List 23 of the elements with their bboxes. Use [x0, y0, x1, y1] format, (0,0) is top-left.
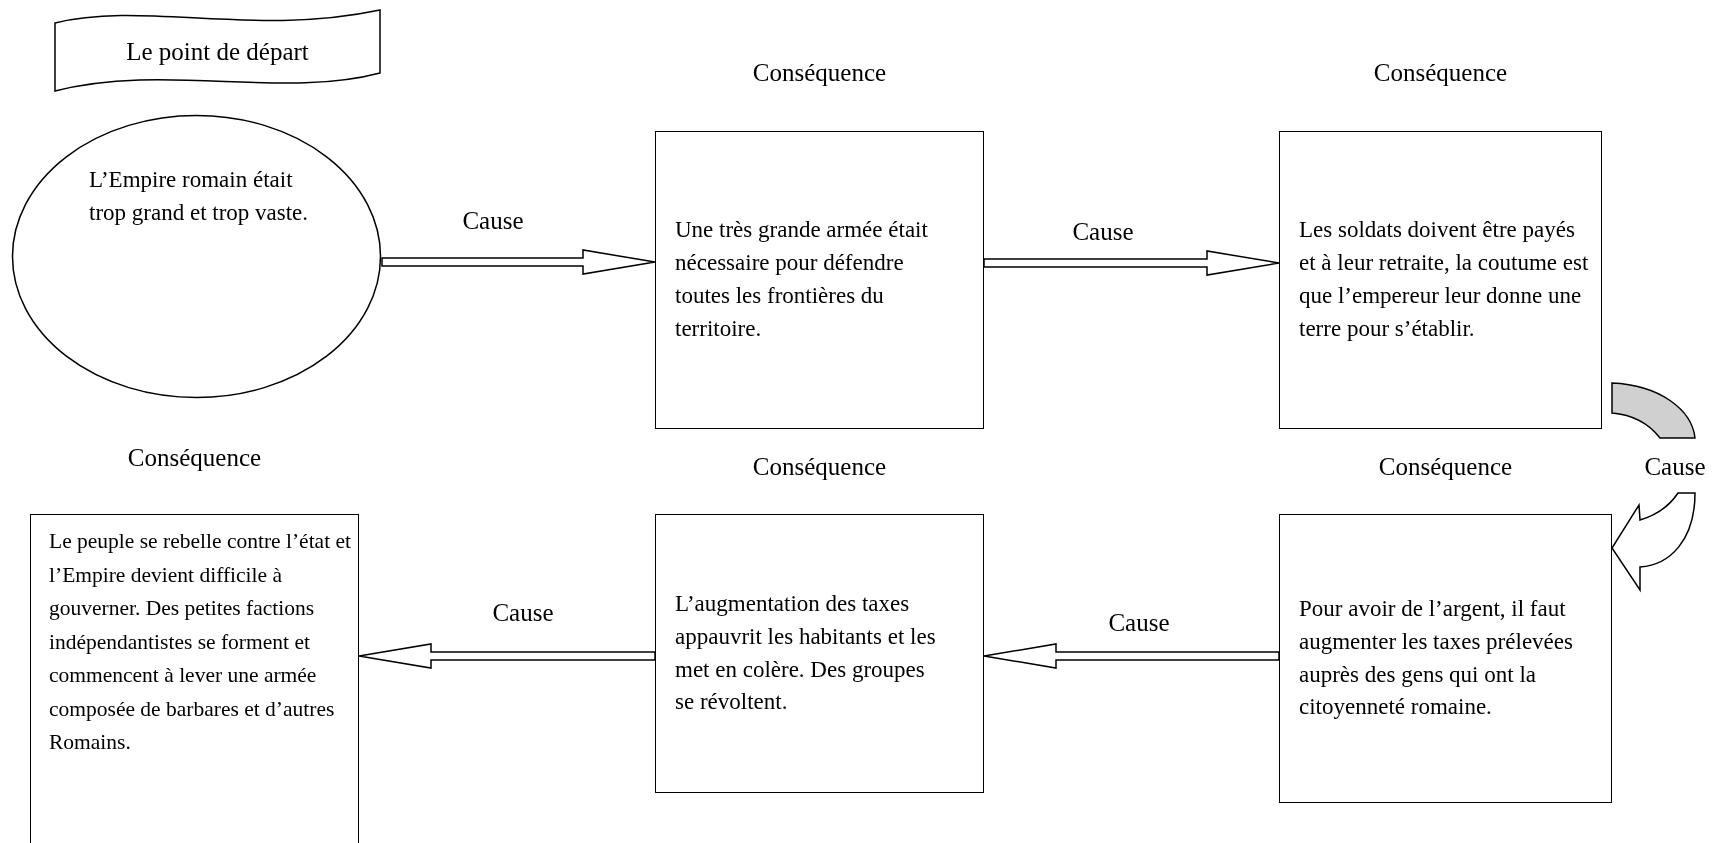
- text-box: [655, 131, 984, 429]
- text-box: [655, 514, 984, 793]
- block-arrow: [358, 643, 656, 669]
- text-box: [1279, 131, 1602, 429]
- consequence-label: Conséquence: [1373, 59, 1508, 87]
- consequence-label: Conséquence: [752, 453, 887, 481]
- node-text: Une très grande armée était nécessaire pour défendre toutes les frontières du territoire.: [675, 216, 929, 343]
- node-text: Les soldats doivent être payés et à leur retraite, la coutume est que l’empereur leur donne une terre pour s’établir.: [1299, 216, 1590, 343]
- consequence-label: Conséquence: [1378, 453, 1513, 481]
- consequence-label: Conséquence: [127, 444, 262, 472]
- block-arrow: [983, 250, 1280, 276]
- text-box: [30, 514, 359, 843]
- curved-arrow: [1611, 382, 1696, 591]
- node-text: Pour avoir de l’argent, il faut augmenter les taxes prélevées auprès des gens qui ont la citoyenneté romaine.: [1299, 594, 1574, 722]
- block-arrow: [983, 643, 1280, 669]
- ellipse-shape: [11, 114, 382, 399]
- node-text: L’Empire romain était trop grand et trop vaste.: [89, 166, 309, 227]
- block-arrow: [381, 249, 656, 275]
- node-text: Le peuple se rebelle contre l’état et l’Empire devient difficile à gouverner. Des petites factions indépendantistes se forment et commencent à lever une armée composée de barbares et d’autres Romains.: [49, 528, 353, 757]
- banner-title: Le point de départ: [125, 36, 310, 67]
- node-text: L’augmentation des taxes appauvrit les habitants et les met en colère. Des groupes se révoltent.: [675, 589, 937, 717]
- text-box: [1279, 514, 1612, 803]
- consequence-label: Conséquence: [752, 59, 887, 87]
